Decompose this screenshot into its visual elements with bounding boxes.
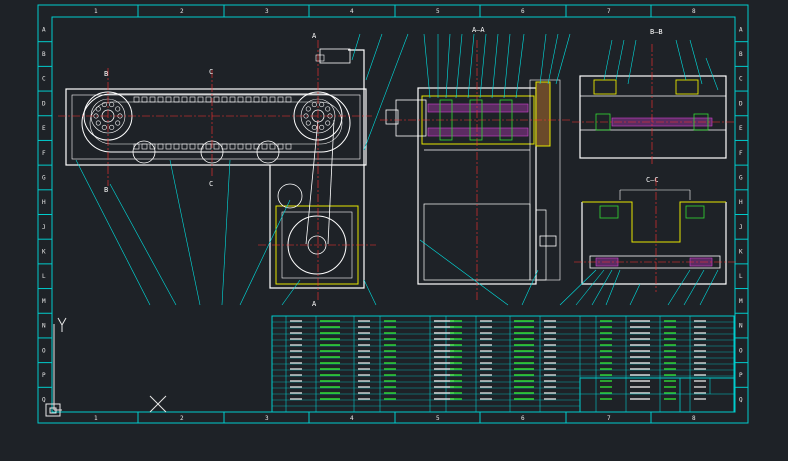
front-housing-outline <box>65 88 367 166</box>
front-centerlines <box>58 40 376 300</box>
zone-label: B <box>739 51 743 58</box>
zone-label: N <box>42 323 46 330</box>
zone-bottom-3: 3 <box>265 415 269 422</box>
section-marker-a-top: A <box>312 32 317 40</box>
zone-top-1: 1 <box>94 8 98 15</box>
zone-label: B <box>42 51 46 58</box>
zone-top: 1 2 3 4 5 6 7 8 <box>94 5 696 17</box>
front-callout-leaders <box>75 33 409 306</box>
section-cc-view: C—C <box>559 176 736 306</box>
zone-bottom-1: 1 <box>94 415 98 422</box>
chain-loop-outer <box>81 93 351 153</box>
zone-label: Q <box>739 397 743 404</box>
aa-bearing-row-top <box>427 103 529 113</box>
zone-left: A B C D E F G H J K L M N O P Q <box>38 26 52 404</box>
ucs-axis-icon <box>45 317 67 417</box>
zone-label: O <box>739 347 743 354</box>
zone-label: K <box>739 249 743 256</box>
zone-label: J <box>42 224 46 231</box>
cc-housing-outline <box>581 202 727 285</box>
top-bracket <box>319 48 351 64</box>
crosshair-icon[interactable] <box>149 395 167 413</box>
zone-top-6: 6 <box>521 8 525 15</box>
aa-sprocket-hub <box>535 81 551 147</box>
section-cc-title: C—C <box>646 176 659 184</box>
bb-callout-leaders <box>603 39 719 91</box>
zone-label: C <box>739 76 743 83</box>
zone-top-5: 5 <box>436 8 440 15</box>
zone-label: M <box>739 298 743 305</box>
section-aa-view: A—A <box>380 26 572 306</box>
zone-label: D <box>42 100 46 107</box>
section-marker-c-bottom: C <box>209 180 213 188</box>
zone-label: E <box>739 125 743 132</box>
zone-label: L <box>42 273 46 280</box>
zone-label: Q <box>42 397 46 404</box>
title-block <box>579 377 735 413</box>
zone-bottom: 1 2 3 4 5 6 7 8 <box>94 412 696 423</box>
zone-top-2: 2 <box>180 8 184 15</box>
zone-label: M <box>42 298 46 305</box>
zone-bottom-4: 4 <box>350 415 354 422</box>
zone-bottom-5: 5 <box>436 415 440 422</box>
zone-label: H <box>42 199 46 206</box>
zone-top-3: 3 <box>265 8 269 15</box>
zone-top-4: 4 <box>350 8 354 15</box>
aa-callout-leaders <box>419 33 571 306</box>
front-view: B B C C A A <box>58 32 409 308</box>
parts-list-table <box>271 315 735 413</box>
zone-right: A B C D E F G H J K L M N O P Q <box>735 26 748 404</box>
zone-label: K <box>42 249 46 256</box>
zone-label: P <box>42 372 46 379</box>
section-marker-b-top: B <box>104 70 108 78</box>
aa-end-cap <box>395 99 427 137</box>
zone-label: G <box>42 174 46 181</box>
idler-pulley <box>277 183 303 209</box>
aa-bearing-row-bottom <box>427 127 529 137</box>
zone-label: O <box>42 347 46 354</box>
section-marker-a-bottom: A <box>312 300 317 308</box>
zone-top-7: 7 <box>607 8 611 15</box>
section-bb-title: B—B <box>650 28 663 36</box>
zone-top-8: 8 <box>692 8 696 15</box>
cc-callout-leaders <box>559 269 719 306</box>
section-aa-title: A—A <box>472 26 485 34</box>
zone-bottom-6: 6 <box>521 415 525 422</box>
zone-label: P <box>739 372 743 379</box>
zone-label: J <box>739 224 743 231</box>
zone-label: F <box>739 150 743 157</box>
section-marker-b-bottom: B <box>104 186 108 194</box>
zone-label: E <box>42 125 46 132</box>
section-marker-c-top: C <box>209 68 213 76</box>
zone-label: G <box>739 174 743 181</box>
zone-label: N <box>739 323 743 330</box>
section-bb-view: B—B <box>572 28 734 166</box>
zone-label: F <box>42 150 46 157</box>
zone-label: A <box>42 26 46 33</box>
zone-bottom-2: 2 <box>180 415 184 422</box>
zone-bottom-8: 8 <box>692 415 696 422</box>
zone-label: A <box>739 26 743 33</box>
zone-bottom-7: 7 <box>607 415 611 422</box>
bb-housing-outline <box>579 75 727 159</box>
zone-label: H <box>739 199 743 206</box>
zone-label: C <box>42 76 46 83</box>
motor-housing-outline <box>269 49 365 289</box>
front-housing-inner <box>71 94 361 160</box>
zone-label: L <box>739 273 743 280</box>
zone-label: D <box>739 100 743 107</box>
